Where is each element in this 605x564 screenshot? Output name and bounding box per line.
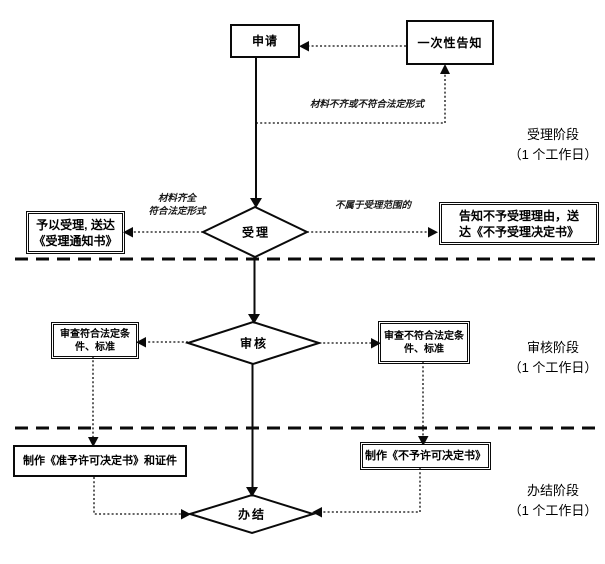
node-reject-notice-line1: 告知不予受理理由，送 [458,208,579,223]
node-apply-label: 申请 [251,34,278,48]
diamond-complete-label: 办结 [237,507,267,522]
node-one-time-notice: 一次性告知 [406,20,494,65]
stage-label-close: 办结阶段 （1 个工作日） [498,481,605,521]
node-one-time-notice-label: 一次性告知 [417,35,483,50]
arrowhead-into-reject-notice [428,227,438,238]
stage-label-review-line2: （1 个工作日） [508,360,598,375]
arrowhead-into-accept-top-upper [250,198,262,208]
stage-label-review-line1: 审核阶段 [526,340,579,355]
edge-permit-to-complete [93,477,183,515]
arrowhead-into-accept-notice [123,227,133,238]
node-make-permit-label: 制作《准予许可决定书》和证件 [23,454,177,467]
node-reject-notice: 告知不予受理理由，送 达《不予受理决定书》 [439,202,599,245]
stage-label-close-line1: 办结阶段 [526,483,579,498]
node-reject-notice-line2: 达《不予受理决定书》 [458,224,579,239]
diamond-review [184,320,323,366]
node-review-fail-line1: 审查不符合法定条 [384,330,464,342]
edge-label-materials-complete-line1: 材料齐全 [157,194,196,204]
arrowhead-into-review-fail [371,338,381,349]
node-apply: 申请 [230,24,300,58]
node-accept-notice-line2: 《受理通知书》 [33,233,118,248]
node-review-fail: 审查不符合法定条 件、标准 [378,321,470,364]
arrowhead-into-complete-left [181,509,191,520]
node-make-denial: 制作《不予许可决定书》 [360,442,491,470]
edge-label-out-of-scope: 不属于受理范围的 [334,201,411,211]
arrowhead-into-complete-top [246,487,258,497]
node-make-permit: 制作《准予许可决定书》和证件 [13,445,187,477]
arrowhead-into-make-permit [88,437,99,447]
edge-incomplete-to-notice [256,72,446,124]
arrowhead-into-apply [299,41,309,52]
edge-label-materials-complete: 材料齐全 符合法定形式 [137,193,217,219]
diamond-accept-label: 受理 [241,225,271,240]
node-review-pass-line2: 件、标准 [75,341,115,353]
diamond-review-label: 审核 [239,336,269,351]
stage-label-accept-line1: 受理阶段 [526,127,579,142]
node-accept-notice: 予以受理, 送达 《受理通知书》 [26,211,125,254]
stage-label-accept: 受理阶段 （1 个工作日） [498,125,605,165]
edge-label-materials-incomplete: 材料不齐或不符合法定形式 [309,100,424,110]
stage-label-accept-line2: （1 个工作日） [508,147,598,162]
edge-denial-to-complete [320,468,421,513]
stage-label-review: 审核阶段 （1 个工作日） [498,338,605,378]
arrowhead-into-make-denial [418,436,429,446]
node-accept-notice-line1: 予以受理, 送达 [36,217,115,232]
diamond-accept [200,205,310,259]
node-review-fail-line2: 件、标准 [404,343,444,355]
node-make-denial-label: 制作《不予许可决定书》 [365,449,486,462]
node-review-pass-line1: 审查符合法定条 [60,328,130,340]
arrowhead-into-review-pass [136,337,146,348]
diamond-complete [186,493,317,535]
stage-label-close-line2: （1 个工作日） [508,503,598,518]
arrowhead-into-notice [440,64,450,74]
arrowhead-into-review-top [248,314,260,324]
edge-label-materials-complete-line2: 符合法定形式 [148,207,206,217]
node-review-pass: 审查符合法定条 件、标准 [51,322,139,359]
arrowhead-into-complete-right [312,507,322,518]
